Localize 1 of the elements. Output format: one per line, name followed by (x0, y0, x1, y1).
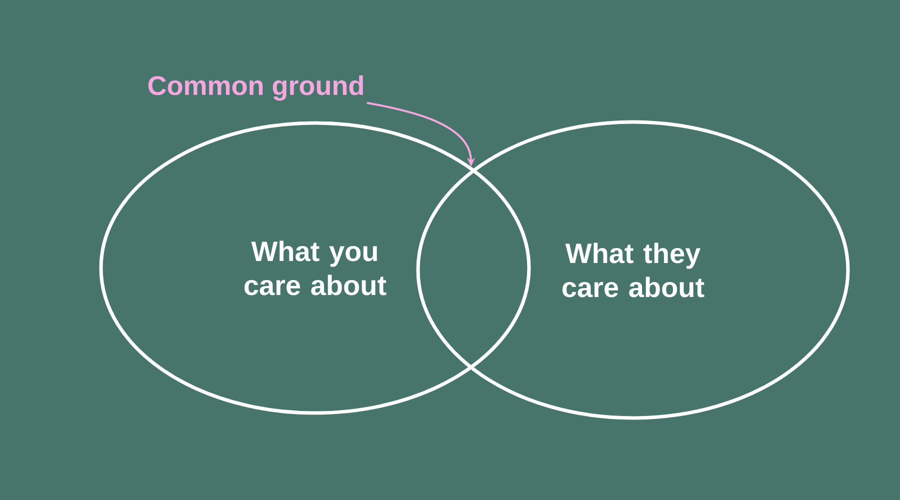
callout-label: Common ground (148, 75, 363, 101)
